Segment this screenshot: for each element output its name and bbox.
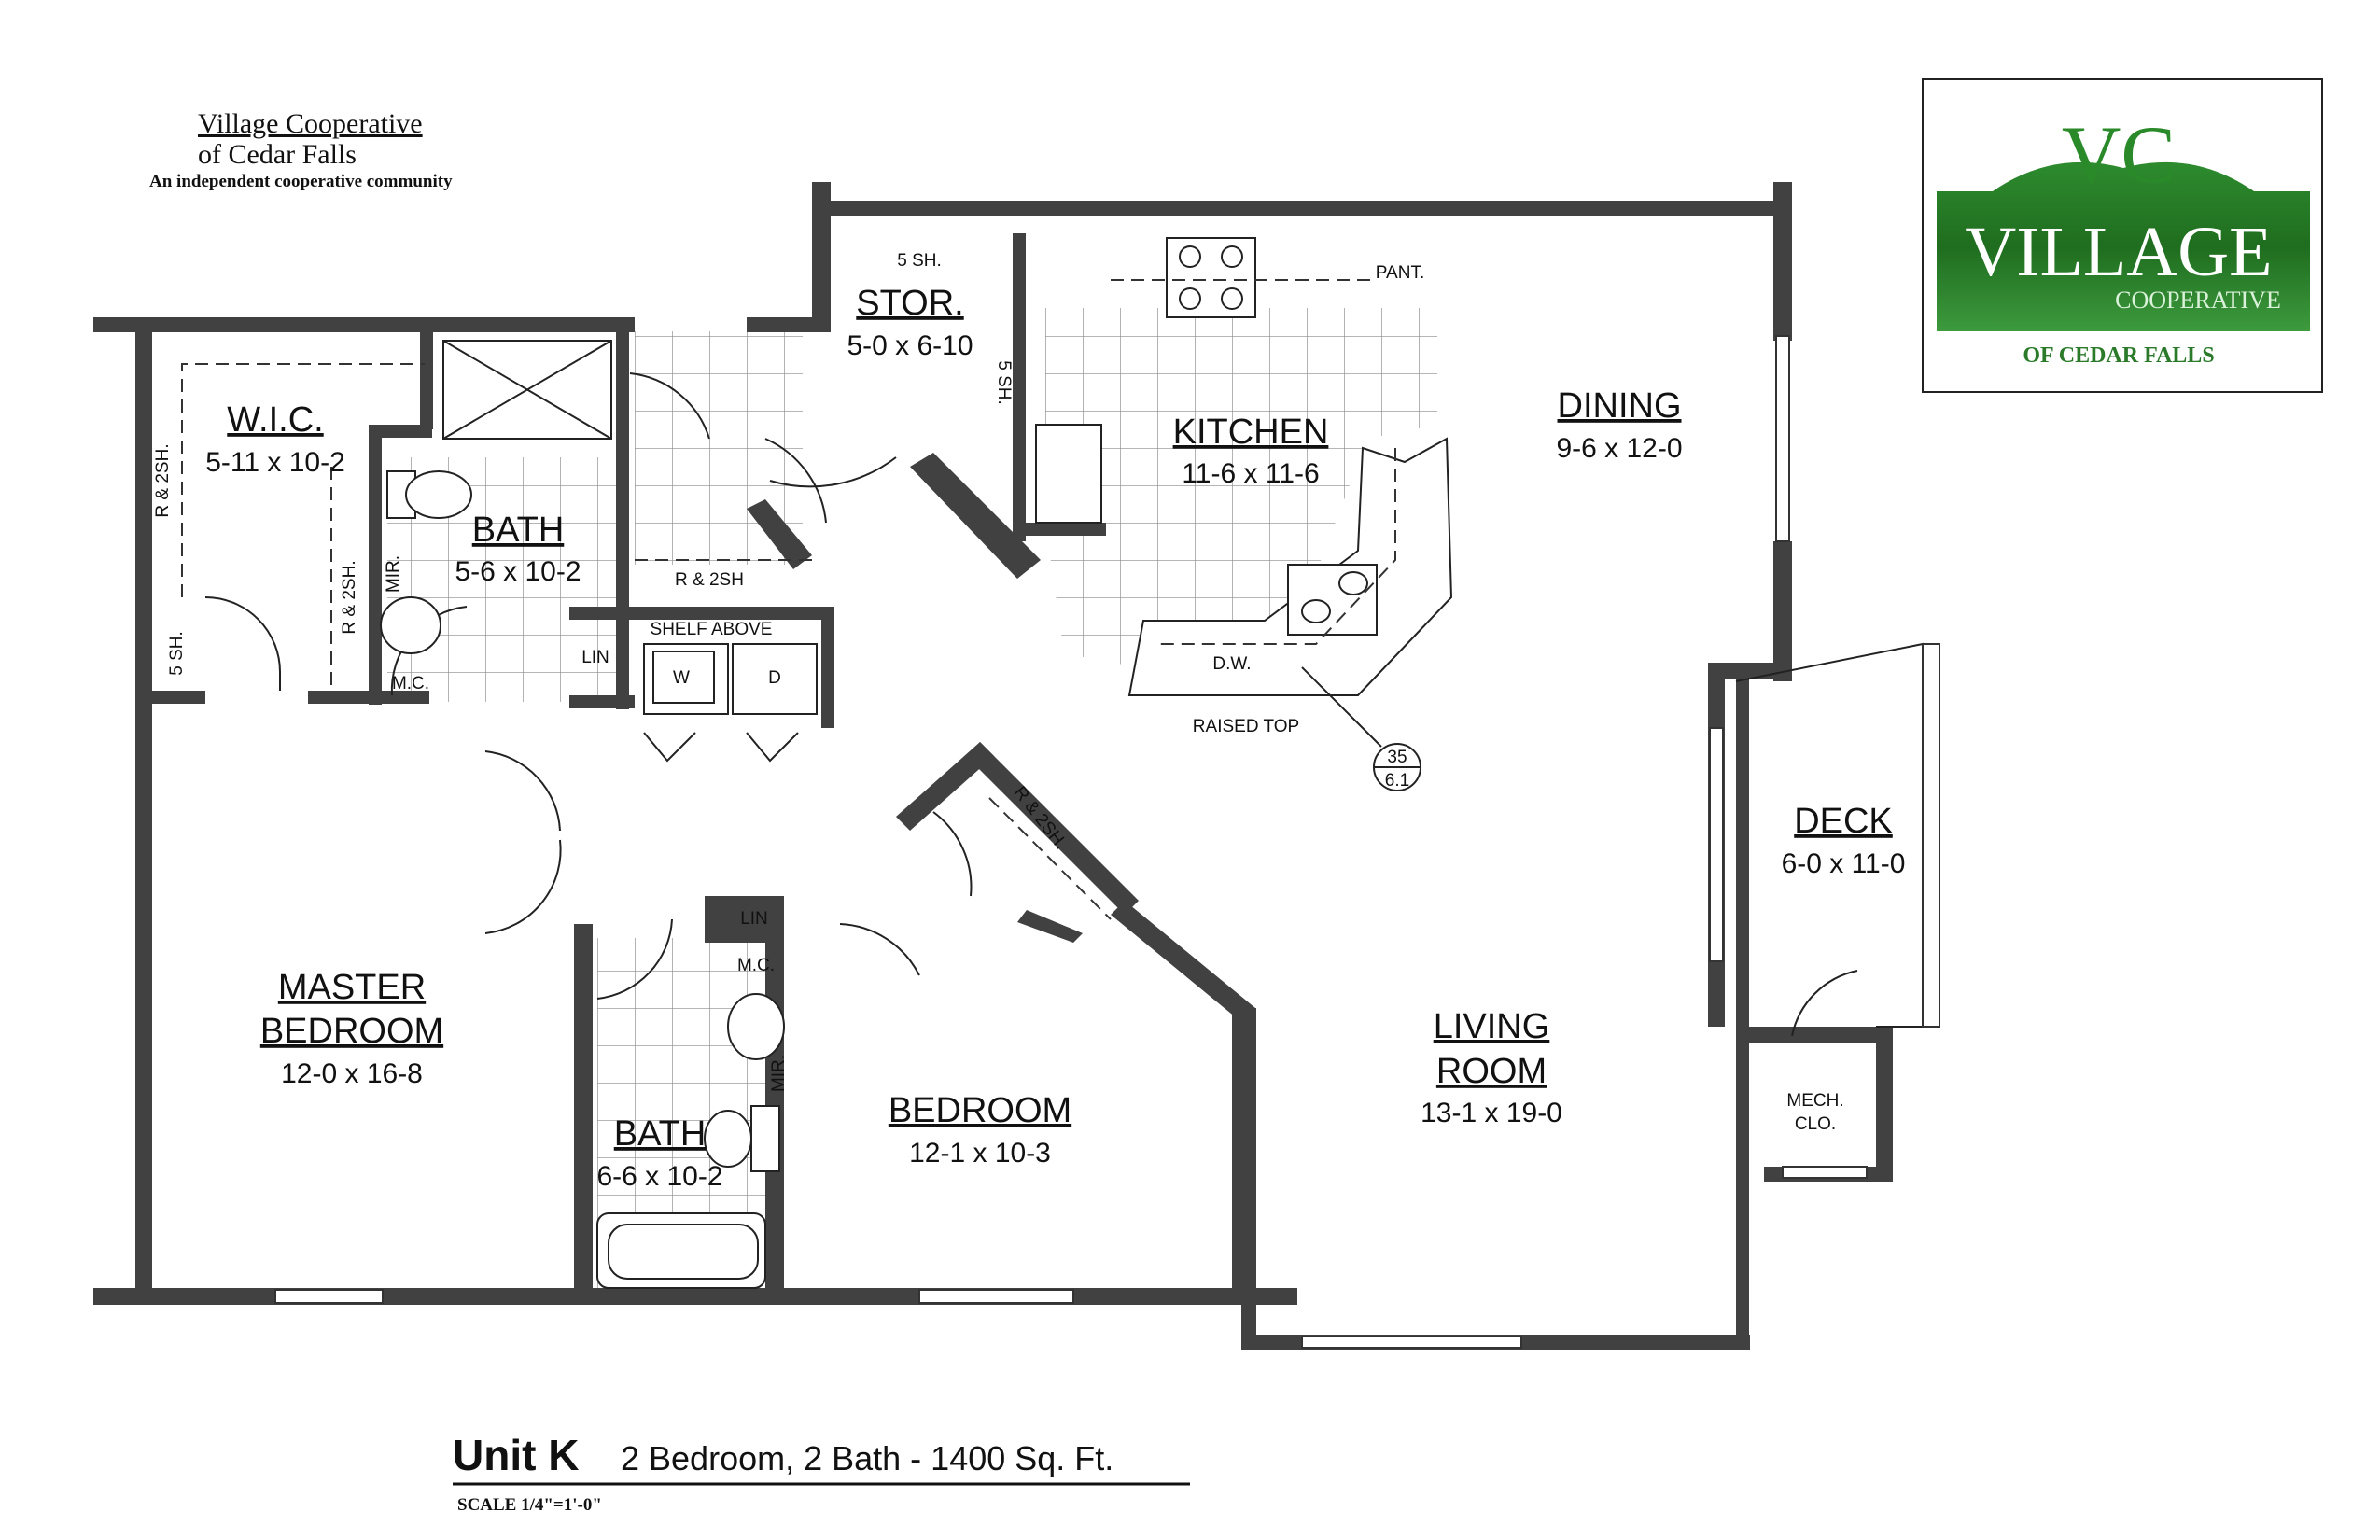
- section-bottom: 6.1: [1385, 771, 1409, 791]
- logo-monogram: VC: [2062, 110, 2176, 201]
- section-marker: 35 6.1: [1301, 666, 1421, 791]
- label-lin-2: LIN: [740, 909, 768, 929]
- scale-note: SCALE 1/4"=1'-0": [457, 1495, 602, 1515]
- label-stor-5sh-side: 5 SH.: [994, 360, 1014, 405]
- stor-name: STOR.: [856, 284, 963, 323]
- walls: [93, 182, 1893, 1350]
- master-bath-dims: 5-6 x 10-2: [455, 556, 581, 587]
- label-mc-bath2: M.C.: [737, 956, 775, 975]
- header-block: Village Cooperative of Cedar Falls An in…: [149, 108, 453, 191]
- deck-dims: 6-0 x 11-0: [1782, 848, 1906, 879]
- label-pant: PANT.: [1376, 263, 1424, 283]
- logo-wordmark: VILLAGE: [1965, 213, 2272, 291]
- logo-sub: COOPERATIVE: [2115, 287, 2281, 314]
- master-bath-name: BATH: [472, 511, 565, 550]
- label-dryer: D: [768, 668, 781, 688]
- wic-dims: 5-11 x 10-2: [205, 447, 345, 478]
- unit-name: Unit K: [453, 1431, 579, 1479]
- living-name1: LIVING: [1434, 1007, 1550, 1046]
- kitchen-name: KITCHEN: [1173, 413, 1329, 452]
- bedroom-dims: 12-1 x 10-3: [909, 1138, 1051, 1169]
- windows: [274, 335, 1868, 1349]
- logo-location: OF CEDAR FALLS: [2023, 343, 2214, 368]
- label-r2sh-hall: R & 2SH: [675, 570, 744, 590]
- label-wic-r2sh-left: R & 2SH.: [153, 443, 173, 517]
- header-line1: Village Cooperative: [198, 108, 423, 139]
- label-shelf-above: SHELF ABOVE: [651, 620, 773, 639]
- dining-dims: 9-6 x 12-0: [1556, 433, 1682, 464]
- section-top: 35: [1387, 748, 1407, 767]
- dining-name: DINING: [1558, 386, 1682, 426]
- label-mir-master: MIR.: [384, 555, 403, 593]
- deck-outline: [1735, 642, 1940, 1028]
- header-line2: of Cedar Falls: [198, 139, 357, 170]
- unit-desc: 2 Bedroom, 2 Bath - 1400 Sq. Ft.: [621, 1439, 1113, 1477]
- bath2-name: BATH: [614, 1114, 707, 1154]
- header-tagline: An independent cooperative community: [149, 172, 453, 191]
- label-wic-r2sh-right: R & 2SH.: [340, 560, 359, 634]
- room-labels: W.I.C. 5-11 x 10-2 BATH 5-6 x 10-2 STOR.…: [205, 284, 1905, 1192]
- label-mc-master: M.C.: [392, 674, 429, 693]
- doors: [204, 372, 1858, 1037]
- label-bedroom-r2sh: R & 2SH.: [1010, 783, 1071, 853]
- label-stor-5sh: 5 SH.: [897, 251, 942, 271]
- label-mir-bath2: MIR.: [769, 1055, 789, 1092]
- deck-name: DECK: [1794, 802, 1893, 841]
- shelving: [181, 279, 1372, 920]
- label-raised-top: RAISED TOP: [1193, 717, 1299, 736]
- fixtures: [380, 237, 1453, 1289]
- wic-name: W.I.C.: [227, 400, 323, 440]
- label-lin-1: LIN: [581, 648, 609, 667]
- master-bedroom-dims: 12-0 x 16-8: [281, 1058, 423, 1089]
- stor-dims: 5-0 x 6-10: [847, 330, 973, 361]
- label-mech2: CLO.: [1795, 1114, 1836, 1134]
- label-mech1: MECH.: [1786, 1091, 1843, 1111]
- kitchen-dims: 11-6 x 11-6: [1182, 458, 1319, 489]
- bath2-dims: 6-6 x 10-2: [596, 1161, 722, 1192]
- label-washer: W: [673, 668, 690, 688]
- footer-title: Unit K 2 Bedroom, 2 Bath - 1400 Sq. Ft. …: [453, 1431, 1190, 1515]
- living-name2: ROOM: [1436, 1052, 1547, 1091]
- master-bedroom-name1: MASTER: [278, 968, 426, 1007]
- label-dw: D.W.: [1212, 654, 1251, 674]
- label-wic-5sh: 5 SH.: [167, 631, 187, 676]
- living-dims: 13-1 x 19-0: [1421, 1098, 1562, 1128]
- master-bedroom-name2: BEDROOM: [260, 1012, 443, 1051]
- bedroom-name: BEDROOM: [889, 1091, 1071, 1130]
- village-logo: VC VILLAGE COOPERATIVE OF CEDAR FALLS: [1922, 78, 2323, 393]
